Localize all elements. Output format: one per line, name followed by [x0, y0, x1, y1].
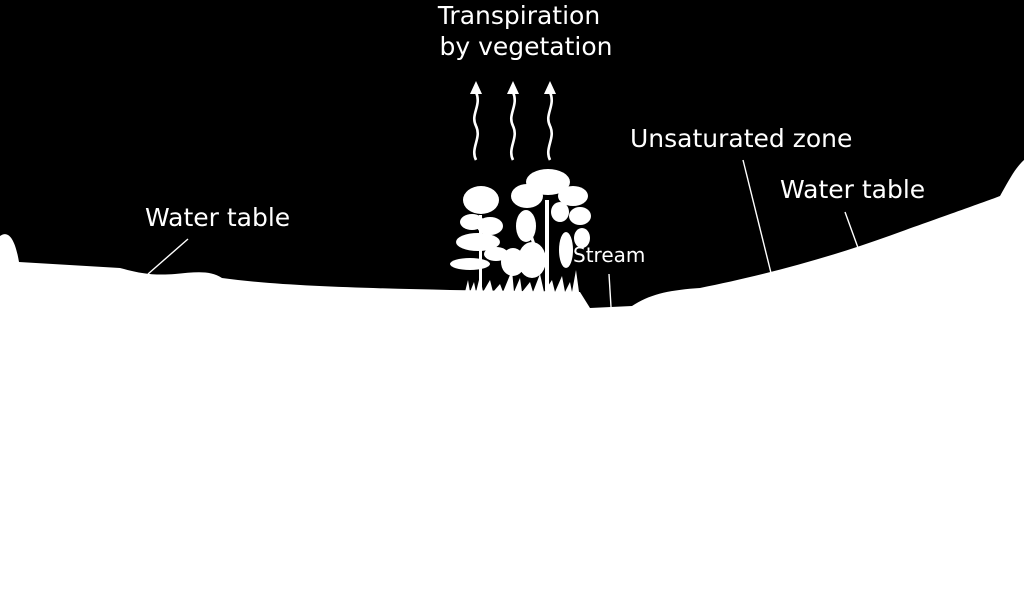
water-table-label-right: Water table [780, 175, 925, 204]
leader-unsaturated-zone [742, 159, 772, 274]
transpiration-label-line2: by vegetation [439, 32, 612, 61]
transpiration-label: Transpiration [437, 1, 600, 30]
wavy-up-arrow-icon [507, 81, 519, 161]
leader-water-table-left [147, 238, 189, 275]
unsaturated-zone-label: Unsaturated zone [630, 124, 852, 153]
water-table-label-left: Water table [145, 203, 290, 232]
transpiration-arrows [470, 81, 556, 161]
ground-surface [0, 160, 1024, 596]
leader-water-table-right [844, 211, 862, 257]
wavy-up-arrow-icon [470, 81, 482, 161]
leader-stream [608, 273, 612, 308]
stream-label: Stream [573, 243, 645, 267]
wavy-up-arrow-icon [544, 81, 556, 161]
trees-icon [450, 169, 591, 292]
